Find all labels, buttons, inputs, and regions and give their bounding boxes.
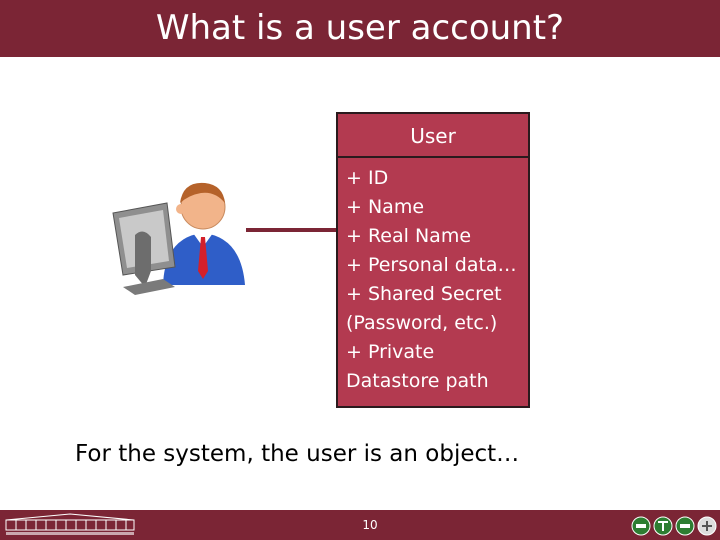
- uml-attribute: + Real Name: [346, 225, 472, 247]
- uml-attribute: + ID: [346, 167, 389, 189]
- slide-caption: For the system, the user is an object…: [75, 441, 520, 467]
- uml-attribute: (Password, etc.): [346, 312, 498, 334]
- uml-class-box: User + ID + Name + Real Name + Personal …: [336, 112, 530, 408]
- title-bar: [0, 0, 720, 57]
- uml-attribute: + Private: [346, 341, 435, 363]
- uml-attribute: + Name: [346, 196, 425, 218]
- uml-attribute-list: + ID + Name + Real Name + Personal data……: [338, 158, 528, 396]
- slide-title: What is a user account?: [155, 8, 565, 48]
- circle-right-icon: [675, 516, 695, 536]
- uml-class-name: User: [338, 114, 528, 158]
- circle-left-icon: [631, 516, 651, 536]
- page-number: 10: [362, 518, 378, 532]
- user-at-computer-icon: [112, 182, 245, 295]
- circle-t-icon: [653, 516, 673, 536]
- university-logo: [5, 513, 135, 535]
- uml-attribute: + Personal data…: [346, 254, 517, 276]
- footer-icon-group: [631, 516, 717, 536]
- association-line: [246, 228, 338, 232]
- uml-attribute: + Shared Secret: [346, 283, 502, 305]
- circle-extra-icon: [697, 516, 717, 536]
- uml-attribute: Datastore path: [346, 370, 489, 392]
